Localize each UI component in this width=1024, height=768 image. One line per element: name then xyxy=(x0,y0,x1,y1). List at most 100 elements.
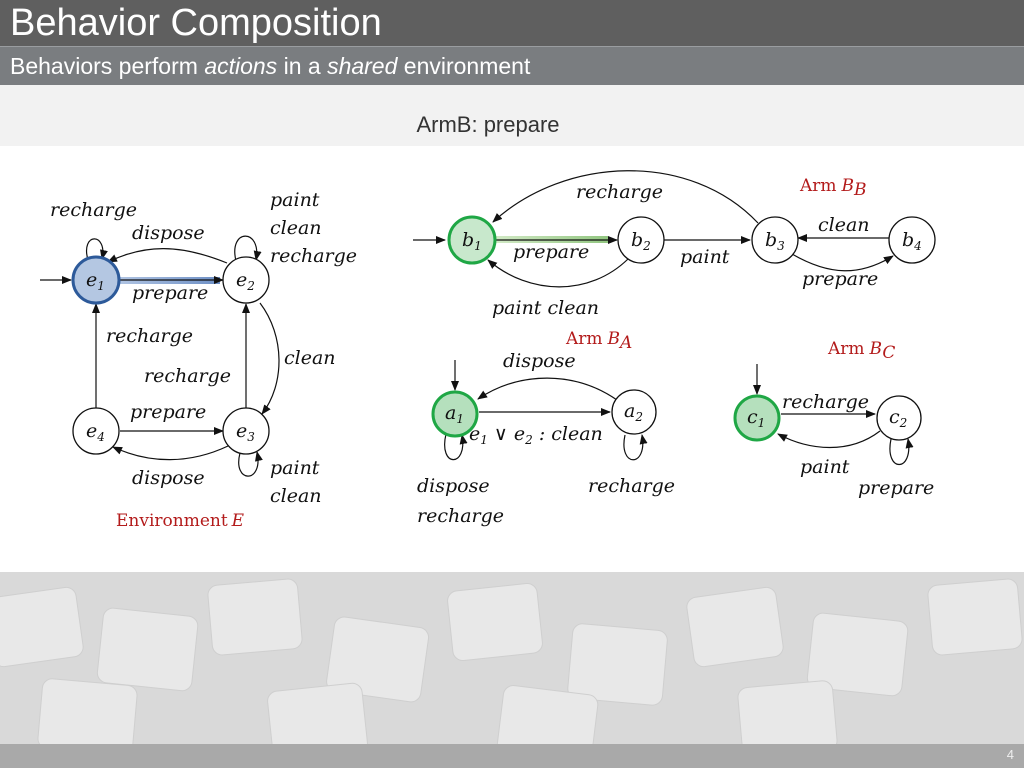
label-e4-e1: recharge xyxy=(106,325,193,347)
page-number: 4 xyxy=(1006,747,1014,762)
arm-b-diagram: b1 b2 b3 b4 recharge prepare paint clean… xyxy=(413,170,936,319)
state-e1-label: e1 xyxy=(86,269,105,293)
state-e2-label: e2 xyxy=(236,269,255,293)
background-texture xyxy=(0,572,1024,744)
state-b4-label: b4 xyxy=(902,229,922,253)
label-c2-c1: paint xyxy=(800,456,850,478)
state-b1: b1 xyxy=(447,215,497,265)
state-b2-circle xyxy=(617,216,665,264)
label-e3-loop-1: paint xyxy=(270,457,320,479)
action-caption: ArmB: prepare xyxy=(416,112,560,137)
label-a1-loop-1: dispose xyxy=(417,475,490,497)
state-c1-circle xyxy=(733,394,781,442)
number-tiles-background xyxy=(0,572,1024,744)
label-b3-b4: prepare xyxy=(802,268,878,290)
state-b3-label: b3 xyxy=(765,229,785,253)
label-c1-c2: recharge xyxy=(782,391,869,413)
a2-loop-edge xyxy=(623,434,648,461)
label-a1-loop-2: recharge xyxy=(417,505,504,527)
label-e3-loop-2: clean xyxy=(270,485,322,507)
label-a2-loop: recharge xyxy=(588,475,675,497)
state-b3-circle xyxy=(751,216,799,264)
state-a2: a2 xyxy=(611,389,657,435)
label-b2-b1: paint clean xyxy=(492,297,599,319)
slide-subtitle: Behaviors perform actions in a shared en… xyxy=(10,52,530,80)
state-e3-label: e3 xyxy=(236,420,255,444)
label-e2-e1: dispose xyxy=(132,222,205,244)
state-b1-label: b1 xyxy=(462,229,482,253)
state-c1: c1 xyxy=(733,394,781,442)
environment-diagram: e1 e2 e3 e4 recharge dispose prepare pai… xyxy=(40,189,357,531)
a1-loop-edge xyxy=(444,433,468,461)
e2-loop-edge xyxy=(234,235,262,262)
state-b2: b2 xyxy=(617,216,665,264)
diagram-panel: e1 e2 e3 e4 recharge dispose prepare pai… xyxy=(0,146,1024,572)
e2-e1-edge xyxy=(107,248,228,264)
state-e2: e2 xyxy=(222,256,270,304)
subtitle-actions: actions xyxy=(204,53,278,79)
behavior-diagram: e1 e2 e3 e4 recharge dispose prepare pai… xyxy=(40,170,936,531)
state-a1-circle xyxy=(431,390,479,438)
footer-bar: 4 xyxy=(0,744,1024,768)
label-b1-b2: prepare xyxy=(513,241,589,263)
label-e3-e2: recharge xyxy=(144,365,231,387)
subtitle-bar: Behaviors perform actions in a shared en… xyxy=(0,46,1024,85)
e3-loop-edge xyxy=(238,451,263,477)
state-e1-circle xyxy=(71,255,121,305)
state-e3: e3 xyxy=(222,407,270,455)
c2-loop-edge xyxy=(889,438,914,466)
state-c2-circle xyxy=(876,395,922,441)
c2-c1-edge xyxy=(777,430,881,448)
state-c1-label: c1 xyxy=(747,406,765,430)
state-b4-circle xyxy=(888,216,936,264)
state-a2-label: a2 xyxy=(624,400,643,424)
label-e1-loop: recharge xyxy=(50,199,137,221)
state-a2-circle xyxy=(611,389,657,435)
state-b2-label: b2 xyxy=(631,229,651,253)
label-b2-b3: paint xyxy=(680,246,730,268)
title-bar: Behavior Composition xyxy=(0,0,1024,46)
label-e2-loop-1: paint xyxy=(270,189,320,211)
state-c2: c2 xyxy=(876,395,922,441)
b2-b1-edge xyxy=(487,258,629,288)
e1-loop-edge xyxy=(86,238,108,261)
b3-b4-edge xyxy=(791,253,894,272)
label-e1-e2: prepare xyxy=(132,282,208,304)
subtitle-shared: shared xyxy=(327,53,398,79)
e2-e3-edge xyxy=(259,302,280,415)
label-e3-e4: dispose xyxy=(132,467,205,489)
label-c2-loop: prepare xyxy=(858,477,934,499)
state-b4: b4 xyxy=(888,216,936,264)
a2-a1-edge xyxy=(477,377,618,401)
label-e2-e3: clean xyxy=(284,347,336,369)
state-e2-circle xyxy=(222,256,270,304)
arm-a-diagram: a1 a2 dispose e1 ∨ e2 : clean dispose re… xyxy=(417,329,675,527)
state-e1: e1 xyxy=(71,255,121,305)
label-a1-a2: e1 ∨ e2 : clean xyxy=(469,423,603,447)
state-e4: e4 xyxy=(72,407,120,455)
state-e4-label: e4 xyxy=(86,420,105,444)
state-a1-label: a1 xyxy=(445,402,464,426)
label-a2-a1: dispose xyxy=(503,350,576,372)
label-b4-b3: clean xyxy=(818,214,870,236)
state-a1: a1 xyxy=(431,390,479,438)
label-e2-loop-2: clean xyxy=(270,217,322,239)
state-b1-circle xyxy=(447,215,497,265)
label-e2-loop-3: recharge xyxy=(270,245,357,267)
state-b3: b3 xyxy=(751,216,799,264)
state-c2-label: c2 xyxy=(889,406,907,430)
subtitle-text-1: Behaviors perform xyxy=(10,53,205,79)
state-e3-circle xyxy=(222,407,270,455)
subtitle-text-3: environment xyxy=(397,53,531,79)
label-e4-e3: prepare xyxy=(130,401,206,423)
label-b3-b1: recharge xyxy=(576,181,663,203)
state-e4-circle xyxy=(72,407,120,455)
subtitle-text-2: in a xyxy=(277,53,328,79)
b3-b1-edge xyxy=(492,170,759,224)
e3-e4-edge xyxy=(112,445,229,461)
